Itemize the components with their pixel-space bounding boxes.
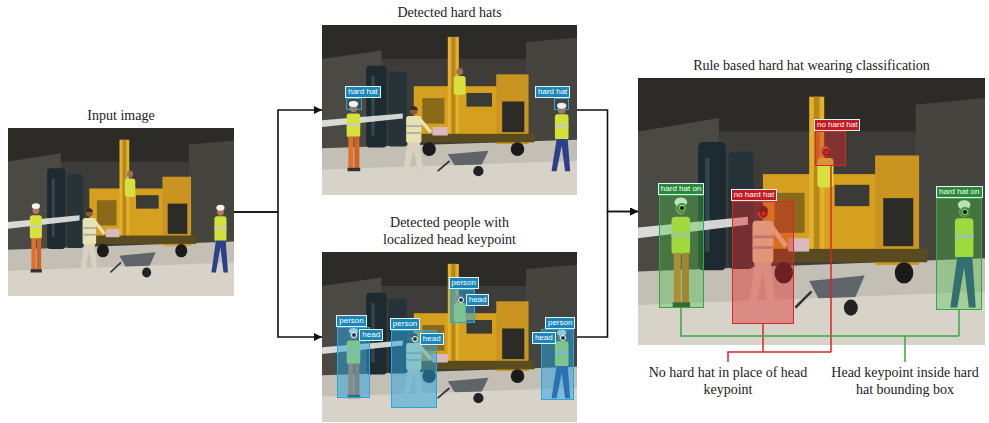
- class-tag: hard hat: [535, 86, 570, 98]
- panel-heading: Input image: [56, 107, 186, 124]
- head-keypoint: [560, 335, 566, 341]
- leader-line: [904, 336, 906, 362]
- connector-arrow: [577, 212, 638, 338]
- panel-heading: Rule based hard hat wearing classificati…: [642, 57, 982, 74]
- leader-line: [762, 324, 764, 352]
- panel-heading: Detected hard hats: [340, 4, 560, 21]
- class-tag: no hard hat: [731, 189, 777, 201]
- head-keypoint: [412, 336, 418, 342]
- class-tag: person: [390, 318, 420, 330]
- head-keypoint: [760, 210, 767, 217]
- no-hard-hat-box: no hard hat: [815, 131, 846, 166]
- no-hard-hat-box: no hard hat: [732, 201, 794, 324]
- image-panel: Detected people with localized head keyp…: [322, 252, 577, 422]
- leader-line: [728, 352, 831, 362]
- person-box: personhead: [450, 289, 476, 323]
- person-box: personhead: [391, 330, 437, 408]
- hard-hat-box: hard hat: [554, 98, 569, 110]
- keypoint-tag: head: [359, 329, 383, 341]
- class-tag: person: [336, 315, 366, 327]
- class-tag: no hard hat: [814, 119, 860, 131]
- keypoint-tag: head: [532, 332, 556, 344]
- class-tag: person: [545, 317, 575, 329]
- hard-hat-box: hard hat: [346, 98, 361, 110]
- head-keypoint: [823, 149, 830, 156]
- leader-line: [681, 308, 959, 336]
- image-panel: Rule based hard hat wearing classificati…: [638, 78, 985, 345]
- hard-hat-on-box: hard hat on: [659, 195, 704, 307]
- keypoint-tag: head: [466, 294, 490, 306]
- person-box: personhead: [541, 329, 574, 400]
- hard-hat-on-box: hard hat on: [936, 198, 981, 310]
- callout-text: Head keypoint inside hard hat bounding b…: [825, 364, 985, 398]
- callout-text: No hard hat in place of head keypoint: [643, 364, 813, 398]
- photo-illustration: [322, 25, 577, 195]
- connector-arrow: [234, 212, 322, 337]
- head-keypoint: [351, 332, 357, 338]
- photo-illustration: [8, 128, 234, 296]
- image-panel: Detected hard hatshard hathard hat: [322, 25, 577, 195]
- connector-arrow: [234, 110, 322, 212]
- class-tag: person: [449, 277, 479, 289]
- class-tag: hard hat on: [936, 186, 982, 198]
- connector-arrow: [577, 110, 638, 212]
- image-panel: Input image: [8, 128, 234, 296]
- leader-line: [958, 310, 960, 336]
- leader-line: [830, 166, 832, 352]
- keypoint-tag: head: [420, 333, 444, 345]
- class-tag: hard hat: [345, 86, 380, 98]
- head-keypoint: [458, 297, 464, 303]
- panel-heading: Detected people with localized head keyp…: [370, 214, 530, 248]
- class-tag: hard hat on: [658, 183, 704, 195]
- person-box: personhead: [337, 327, 370, 398]
